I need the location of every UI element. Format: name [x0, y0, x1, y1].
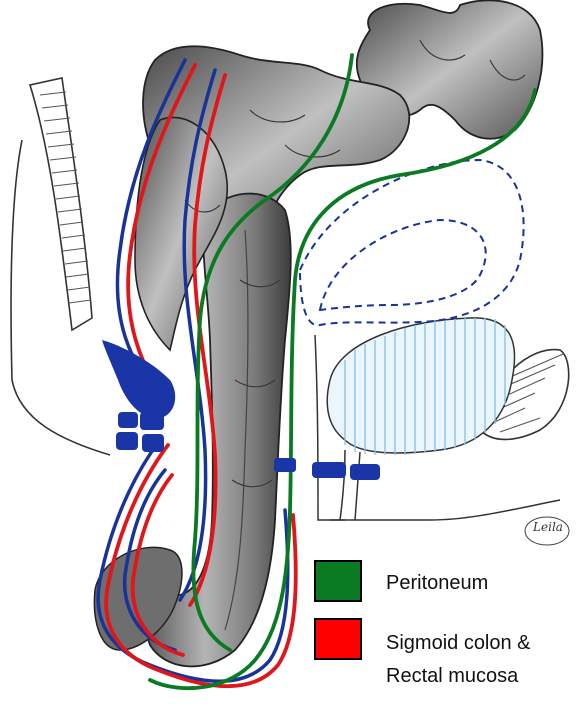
signature: Leila — [528, 520, 568, 542]
legend-label-peritoneum: Peritoneum — [386, 568, 488, 598]
sacrum — [11, 78, 110, 455]
legend-swatch-peritoneum — [314, 560, 362, 602]
legend-swatch-mucosa — [314, 618, 362, 660]
legend-label-mucosa: Sigmoid colon & — [386, 628, 531, 658]
bladder — [327, 318, 514, 520]
uterus-dashed — [300, 160, 524, 325]
legend-label-mucosa-line2: Rectal mucosa — [386, 661, 518, 691]
